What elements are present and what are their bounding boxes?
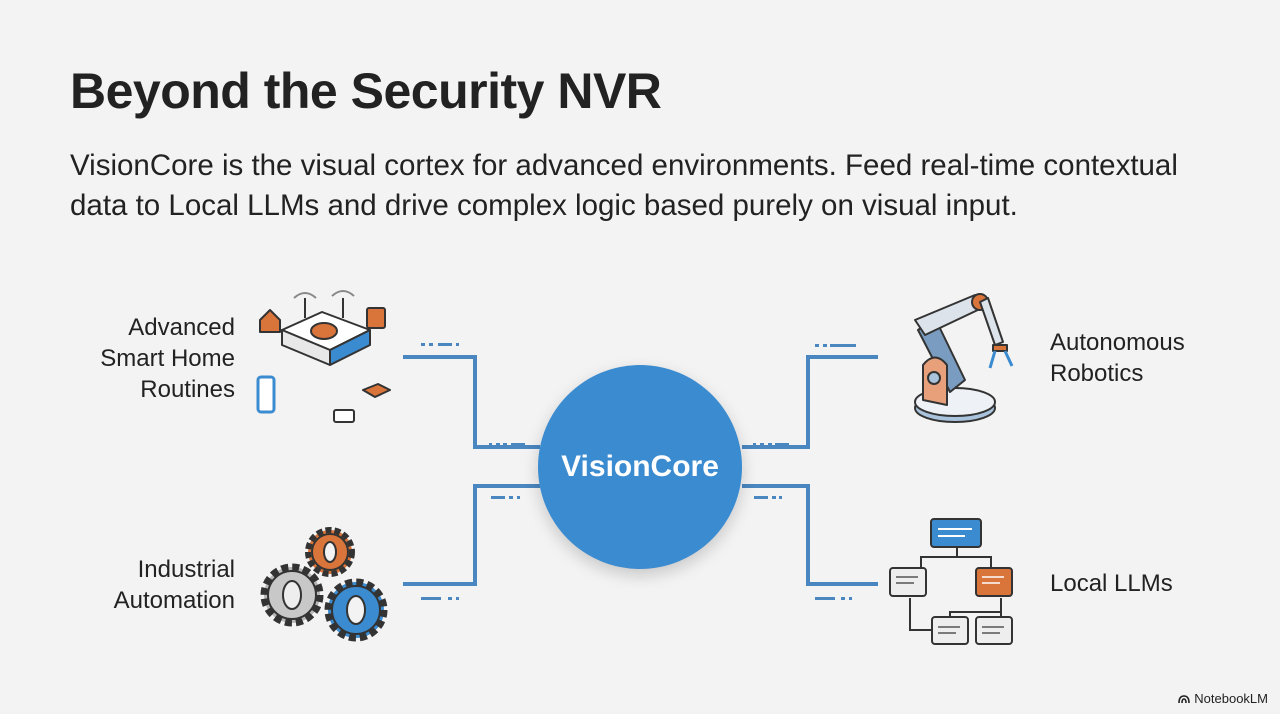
label-line: Industrial <box>137 556 235 583</box>
label-line: Robotics <box>1050 360 1144 387</box>
label-line: Local LLMs <box>1050 570 1173 597</box>
connector-industrial <box>403 484 540 586</box>
smart-home-router-icon <box>256 290 391 423</box>
label-line: Smart Home <box>100 345 235 372</box>
connector-llms <box>742 484 878 586</box>
label-line: Autonomous <box>1050 329 1185 356</box>
notebooklm-watermark: NotebookLM <box>1178 691 1268 706</box>
connector-dashes <box>421 343 856 600</box>
node-label-industrial: Industrial Automation <box>114 554 235 616</box>
llm-tree-icon <box>889 518 1013 645</box>
label-line: Routines <box>140 376 235 403</box>
notebooklm-logo-icon <box>1178 694 1191 703</box>
brand-label: NotebookLM <box>1194 691 1268 706</box>
gears-icon <box>260 527 388 642</box>
robot-arm-icon <box>914 293 1014 423</box>
connector-robotics <box>742 355 878 449</box>
slide-subtitle: VisionCore is the visual cortex for adva… <box>70 149 1178 222</box>
slide-title: Beyond the Security NVR <box>70 63 662 119</box>
node-label-llms: Local LLMs <box>1050 568 1173 599</box>
label-line: Automation <box>113 587 235 614</box>
visioncore-hub: VisionCore <box>538 365 742 569</box>
label-line: Advanced <box>128 314 235 341</box>
connector-smart-home <box>403 355 540 449</box>
node-label-robotics: Autonomous Robotics <box>1050 327 1185 389</box>
node-label-smart-home: Advanced Smart Home Routines <box>100 312 235 405</box>
